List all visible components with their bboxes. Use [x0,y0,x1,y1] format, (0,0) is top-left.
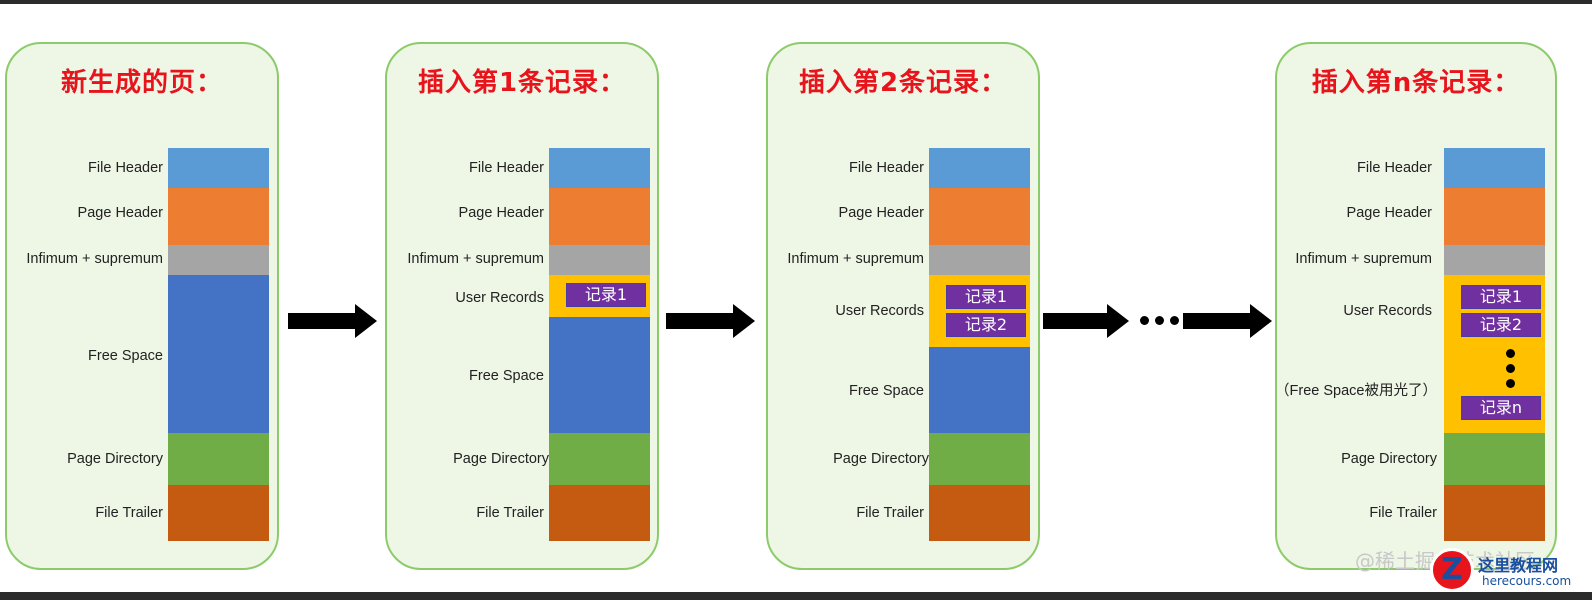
label-page-header: Page Header [77,205,163,221]
label-file-header: File Header [1357,160,1432,176]
arrow-head [355,304,377,338]
record-block: 记录2 [1461,313,1541,337]
segment-file-trailer [1444,485,1545,541]
arrow-shaft [288,313,356,329]
segment-file-trailer [549,485,650,541]
record-block: 记录1 [566,283,646,307]
arrow-head [733,304,755,338]
label-file-trailer: File Trailer [95,505,163,521]
segment-file-header [549,148,650,188]
segment-user-records: 记录1 记录2 [929,275,1030,347]
segment-page-header [1444,188,1545,245]
segment-free-space [168,275,269,433]
logo-badge [1430,548,1474,592]
label-page-directory: Page Directory [833,451,929,467]
bottom-border [0,592,1592,600]
segment-infimum-supremum [929,245,1030,275]
label-page-header: Page Header [1346,205,1432,221]
segment-page-directory [549,433,650,485]
segment-page-directory [929,433,1030,485]
ellipsis-dot [1140,316,1149,325]
segment-file-header [168,148,269,188]
label-free-space: Free Space [849,383,924,399]
segment-user-records: 记录1 [549,275,650,317]
label-infimum-supremum: Infimum + supremum [787,251,924,267]
label-file-trailer: File Trailer [476,505,544,521]
label-file-header: File Header [88,160,163,176]
panel-title: 插入第1条记录： [417,68,627,98]
segment-page-directory [1444,433,1545,485]
segment-file-header [1444,148,1545,188]
logo-site-name: 这里教程网 [1478,556,1559,575]
segment-infimum-supremum [549,245,650,275]
panel-title: 插入第2条记录： [798,68,1008,98]
segment-page-header [929,188,1030,245]
label-page-header: Page Header [458,205,544,221]
arrow-head [1107,304,1129,338]
page-stack-insert-n: 记录1 记录2 记录n [1444,148,1545,541]
label-file-trailer: File Trailer [856,505,924,521]
segment-page-header [168,188,269,245]
panel-title: 新生成的页： [60,68,223,98]
segment-free-space [929,347,1030,433]
arrow-shaft [666,313,734,329]
logo-url: herecours.com [1482,574,1572,588]
panel-title: 插入第n条记录： [1311,68,1521,98]
segment-free-space [549,317,650,433]
label-free-space: Free Space [469,368,544,384]
top-border [0,0,1592,4]
site-logo[interactable]: Z 这里教程网 herecours.com [1422,548,1592,592]
page-stack-new [168,148,269,541]
segment-page-header [549,188,650,245]
ellipsis-dot [1506,349,1515,358]
label-page-header: Page Header [838,205,924,221]
label-infimum-supremum: Infimum + supremum [1295,251,1432,267]
segment-infimum-supremum [168,245,269,275]
arrow-shaft [1043,313,1108,329]
label-file-header: File Header [469,160,544,176]
record-block: 记录1 [1461,285,1541,309]
label-user-records: User Records [455,290,544,306]
segment-infimum-supremum [1444,245,1545,275]
segment-user-records: 记录1 记录2 记录n [1444,275,1545,433]
page-stack-insert-2: 记录1 记录2 [929,148,1030,541]
ellipsis-dot [1506,364,1515,373]
record-block: 记录2 [946,313,1026,337]
label-page-directory: Page Directory [453,451,549,467]
ellipsis-dot [1506,379,1515,388]
label-file-header: File Header [849,160,924,176]
segment-file-trailer [168,485,269,541]
label-infimum-supremum: Infimum + supremum [407,251,544,267]
label-free-space: Free Space [88,348,163,364]
label-page-directory: Page Directory [1341,451,1437,467]
page-stack-insert-1: 记录1 [549,148,650,541]
z-logo-icon: Z [1441,552,1463,587]
label-user-records: User Records [1343,303,1432,319]
ellipsis-dot [1170,316,1179,325]
label-user-records: User Records [835,303,924,319]
label-file-trailer: File Trailer [1369,505,1437,521]
label-infimum-supremum: Infimum + supremum [26,251,163,267]
arrow-shaft [1183,313,1251,329]
label-page-directory: Page Directory [67,451,163,467]
arrow-head [1250,304,1272,338]
segment-page-directory [168,433,269,485]
segment-file-trailer [929,485,1030,541]
record-block: 记录1 [946,285,1026,309]
label-free-space-used: （Free Space被用光了） [1275,383,1437,399]
segment-file-header [929,148,1030,188]
record-block: 记录n [1461,396,1541,420]
ellipsis-dot [1155,316,1164,325]
